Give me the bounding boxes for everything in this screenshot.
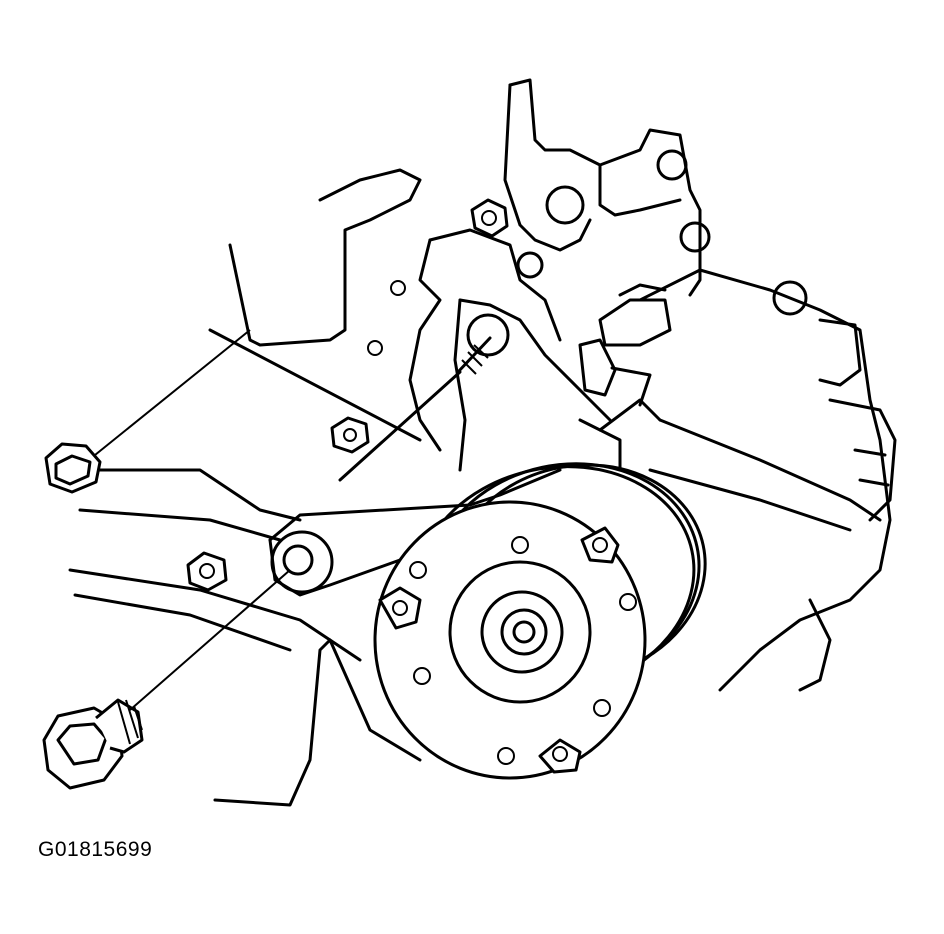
ac-compressor-body: [578, 268, 897, 692]
figure-id-label: G01815699: [38, 838, 153, 861]
clutch-plate-tabs: [378, 526, 620, 774]
bracket-bolt-upper: [470, 198, 509, 238]
clutch-pulley: [373, 462, 707, 780]
electrical-connector: [578, 283, 672, 407]
mounting-stud: [338, 313, 510, 482]
mounting-bracket: [367, 78, 711, 472]
block-nut-middle: [330, 416, 370, 454]
block-nut-lower: [186, 551, 228, 592]
exploded-bolt: [42, 569, 291, 790]
exploded-nut: [44, 329, 251, 494]
